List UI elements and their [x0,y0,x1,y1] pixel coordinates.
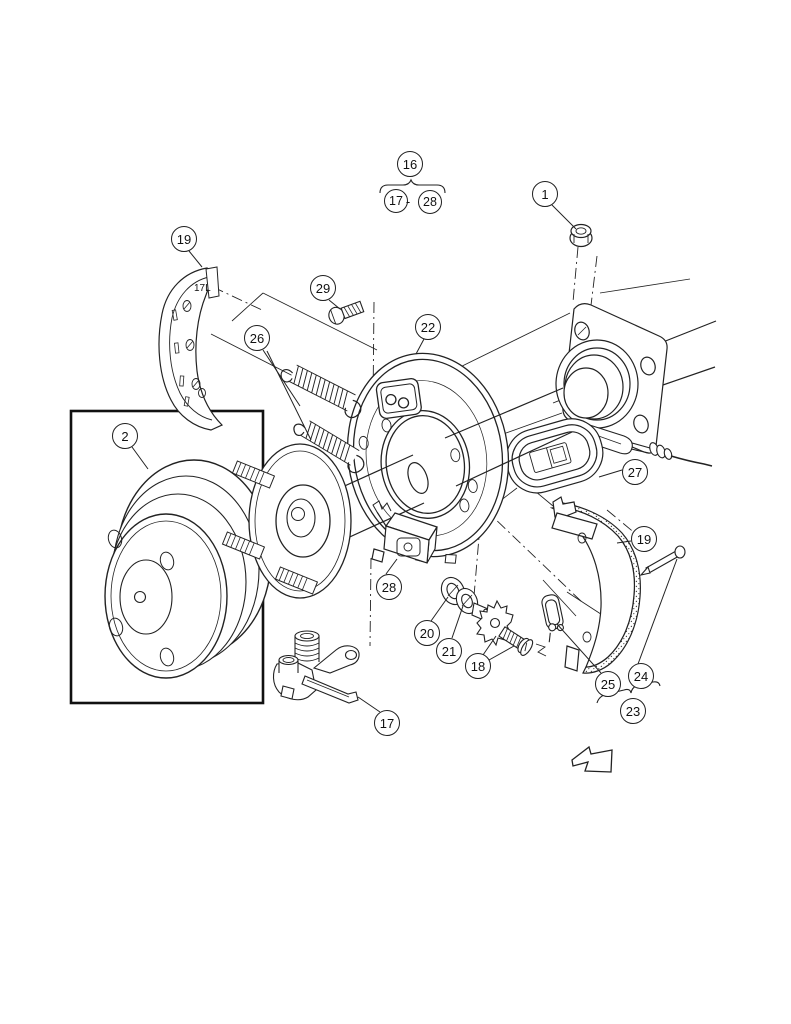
callout-2: 2 [112,423,138,449]
callout-20: 20 [414,620,440,646]
callout-16-group: 16 [397,151,423,177]
forward-direction-arrow [571,745,613,773]
axle-housing-flange [555,303,717,454]
callout-17-range-start: 17 [384,189,408,213]
wheel-hub [221,443,352,599]
brake-shoe-right [549,496,641,674]
callout-23: 23 [620,698,646,724]
anchor-pin [639,545,686,576]
lever-spring-post [294,630,320,662]
brake-shoe-left [158,266,224,431]
brake-drum [104,459,272,679]
wheel-stud [274,566,319,595]
callout-19-right: 19 [631,526,657,552]
brake-lever [272,630,360,704]
shoe-retainer [541,594,564,643]
callout-17-lower: 17 [374,710,400,736]
axle-shaft [317,387,573,547]
callout-21: 21 [436,638,462,664]
callout-26: 26 [244,325,270,351]
adjuster-assembly [471,599,534,656]
callout-25: 25 [595,671,621,697]
callout-range-separator: - [405,194,411,209]
callout-1: 1 [532,181,558,207]
backing-plate [346,352,510,564]
lever-cup [278,654,299,673]
callout-leaders [131,204,678,713]
shoe-stamp-marking: 17L [194,283,211,294]
callout-29: 29 [310,275,336,301]
cam-housing [371,500,438,564]
dust-seal-oval [505,418,604,494]
flange-bolt [328,300,365,325]
lug-nut [569,223,593,248]
callout-24: 24 [628,663,654,689]
group-brace-16 [379,178,446,194]
callout-19-left: 19 [171,226,197,252]
washer-inner [455,587,479,615]
callout-27: 27 [622,459,648,485]
callout-22: 22 [415,314,441,340]
wheel-stud [231,460,276,489]
return-spring-lower [293,420,365,474]
wheel-stud [221,531,266,560]
callout-28-range-end: 28 [418,190,442,214]
callout-18: 18 [465,653,491,679]
callout-28-lower: 28 [376,574,402,600]
